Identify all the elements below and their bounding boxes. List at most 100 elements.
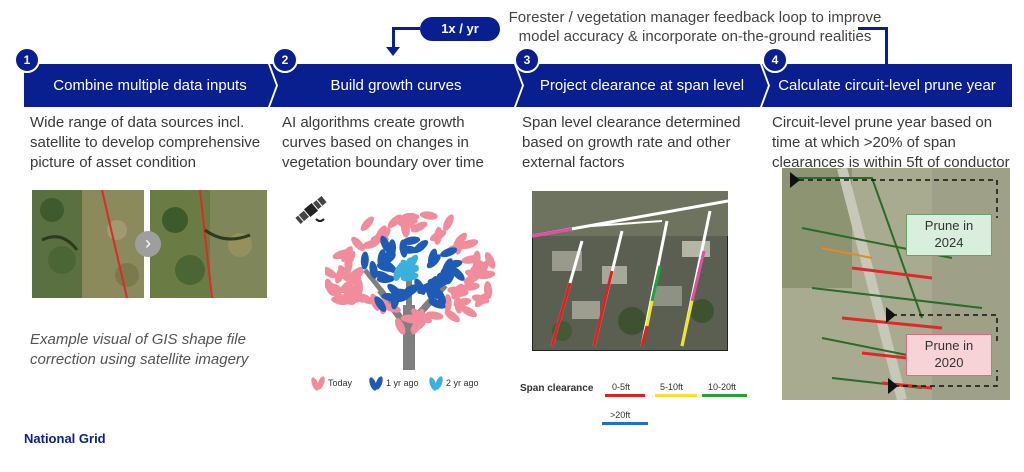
- feedback-loop-line: [392, 27, 395, 49]
- tree-legend: Today 1 yr ago 2 yr ago: [310, 372, 500, 394]
- feedback-loop-line: [392, 27, 420, 30]
- leaf-today: [387, 214, 403, 228]
- step-4-title: Calculate circuit-level prune year: [778, 77, 996, 94]
- arrow-head-icon: [790, 172, 800, 188]
- step-3-number: 3: [514, 47, 540, 73]
- feedback-loop-line: [885, 27, 888, 65]
- leaf-today: [450, 288, 469, 297]
- leaf-today: [443, 214, 454, 231]
- leaf-today: [461, 282, 480, 291]
- leaf-today: [327, 285, 342, 299]
- feedback-arrow-head: [386, 47, 400, 56]
- step-1-caption: Example visual of GIS shape file correct…: [30, 331, 249, 368]
- leaf-1yr: [428, 279, 438, 298]
- step-2-number: 2: [272, 47, 298, 73]
- satellite-image-after: [150, 190, 267, 298]
- leaf-today: [397, 220, 416, 229]
- leaf-today: [419, 211, 438, 220]
- leaf-1yr: [380, 235, 391, 253]
- leaf-today: [362, 239, 380, 249]
- span-legend-20ft: >20ft: [610, 410, 631, 420]
- leaf-1yr: [388, 239, 397, 258]
- leaf-today: [394, 317, 406, 335]
- feedback-text: Forester / vegetation manager feedback l…: [508, 9, 882, 45]
- leaf-1yr: [426, 254, 441, 269]
- span-clearance-legend: Span clearance 0-5ft 5-10ft 10-20ft >20f…: [520, 380, 760, 420]
- leaf-1yr: [390, 291, 400, 310]
- leaf-1yr: [450, 266, 465, 281]
- step-3-description: Span level clearance determined based on…: [522, 114, 741, 171]
- span-legend-10-20ft: 10-20ft: [708, 382, 737, 392]
- step-2-description: AI algorithms create growth curves based…: [282, 114, 484, 171]
- satellite-icon: [295, 196, 327, 224]
- tree-legend-2yr: 2 yr ago: [446, 378, 479, 388]
- step-1-number: 1: [14, 47, 40, 73]
- satellite-image-before: [32, 190, 144, 298]
- leaf-1yr: [417, 282, 434, 294]
- step-4-number: 4: [762, 47, 788, 73]
- step-3-title: Project clearance at span level: [539, 77, 745, 94]
- span-legend-0-5ft-swatch: [605, 394, 645, 397]
- leaf-today: [460, 305, 477, 318]
- chevron-right-icon: ›: [135, 231, 161, 257]
- leaf-1yr: [376, 262, 395, 272]
- span-legend-10-20ft-swatch: [702, 394, 747, 397]
- tree-legend-1yr: 1 yr ago: [386, 378, 419, 388]
- prune-label-2024: Prune in 2024: [906, 214, 992, 256]
- span-clearance-map: [532, 191, 728, 351]
- leaf-today: [444, 309, 460, 323]
- frequency-pill: 1x / yr: [420, 17, 500, 41]
- step-1-chevron: Combine multiple data inputs: [24, 64, 276, 107]
- leaf-2yr: [405, 257, 414, 276]
- leaf-today: [429, 230, 447, 242]
- brand-logo-text: National Grid: [24, 431, 106, 446]
- leaf-1yr: [399, 245, 418, 254]
- arrow-head-icon: [886, 307, 896, 323]
- leaf-today: [477, 260, 489, 278]
- leaf-today: [453, 298, 472, 308]
- leaf-today: [331, 296, 349, 306]
- leaf-1yr: [428, 298, 446, 309]
- leaf-today: [474, 292, 489, 308]
- leaf-today: [410, 221, 428, 233]
- leaf-1yr: [369, 260, 378, 279]
- step-1-description: Wide range of data sources incl. satelli…: [30, 114, 261, 171]
- span-legend-20ft-swatch: [602, 422, 648, 425]
- leaf-today: [338, 265, 350, 282]
- leaf-today: [344, 255, 353, 274]
- leaf-1yr: [402, 236, 421, 245]
- leaf-today: [443, 294, 452, 313]
- leaf-today: [351, 236, 365, 252]
- step-1-title: Combine multiple data inputs: [53, 77, 247, 94]
- step-4-description: Circuit-level prune year based on time a…: [772, 114, 1010, 171]
- leaf-1yr: [440, 247, 458, 258]
- span-legend-5-10ft-swatch: [655, 394, 697, 397]
- leaf-today: [472, 250, 481, 269]
- leaf-today: [347, 269, 364, 281]
- span-legend-0-5ft: 0-5ft: [612, 382, 631, 392]
- leaf-icon-1yr: [369, 376, 383, 391]
- growth-tree-illustration: [325, 211, 496, 370]
- leaf-today: [461, 239, 479, 249]
- feedback-loop-line: [858, 27, 888, 30]
- span-legend-title: Span clearance: [520, 383, 594, 394]
- leaf-today: [325, 266, 337, 279]
- prune-label-2020: Prune in 2020: [906, 334, 992, 376]
- span-legend-5-10ft: 5-10ft: [660, 382, 684, 392]
- leaf-today: [354, 277, 364, 296]
- step-3-chevron: Project clearance at span level: [516, 64, 768, 107]
- leaf-icon-today: [311, 376, 325, 391]
- step-2-title: Build growth curves: [330, 77, 462, 94]
- step-2-chevron: Build growth curves: [270, 64, 522, 107]
- leaf-1yr: [442, 258, 453, 275]
- step-4-chevron: Calculate circuit-level prune year: [762, 64, 1012, 107]
- leaf-today: [400, 314, 419, 323]
- leaf-1yr: [376, 274, 395, 283]
- leaf-1yr: [374, 296, 387, 312]
- leaf-today: [357, 293, 374, 305]
- leaf-1yr: [402, 285, 419, 298]
- leaf-today: [401, 212, 420, 221]
- leaf-1yr: [360, 251, 369, 270]
- leaf-today: [484, 252, 496, 269]
- leaf-today: [360, 216, 374, 232]
